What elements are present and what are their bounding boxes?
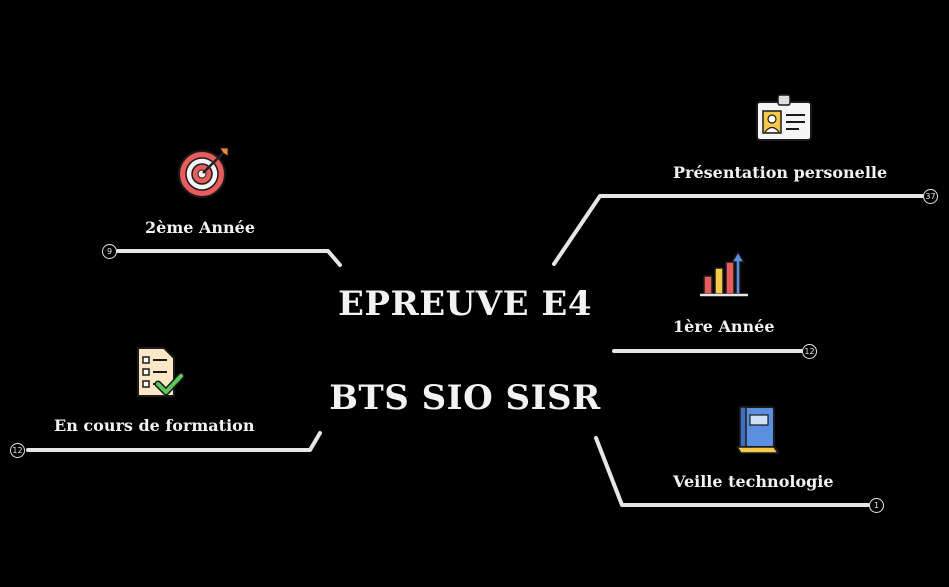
central-topic-line2[interactable]: BTS SIO SISR [329,378,601,418]
branch-label-in-training[interactable]: En cours de formation [54,416,255,435]
branch-line-second-year [116,249,342,267]
branch-line-in-training [26,431,322,452]
branch-line-presentation [552,194,924,266]
first-year-count-badge[interactable]: 12 [802,344,817,359]
branch-label-tech-watch[interactable]: Veille technologie [673,472,834,491]
presentation-count-badge[interactable]: 37 [923,189,938,204]
id-badge-icon [756,94,812,141]
branch-label-second-year[interactable]: 2ème Année [145,218,256,237]
tech-watch-count-badge[interactable]: 1 [869,498,884,513]
checklist-icon [137,347,184,397]
in-training-count-badge[interactable]: 12 [10,443,25,458]
second-year-count-badge[interactable]: 9 [102,244,117,259]
book-icon [735,406,780,454]
branch-label-presentation[interactable]: Présentation personelle [673,163,888,182]
central-topic-line1[interactable]: EPREUVE E4 [337,284,592,324]
branch-line-tech-watch [594,436,870,507]
bar-chart-icon [700,250,748,297]
target-icon [178,147,229,198]
branch-label-first-year[interactable]: 1ère Année [673,317,775,336]
